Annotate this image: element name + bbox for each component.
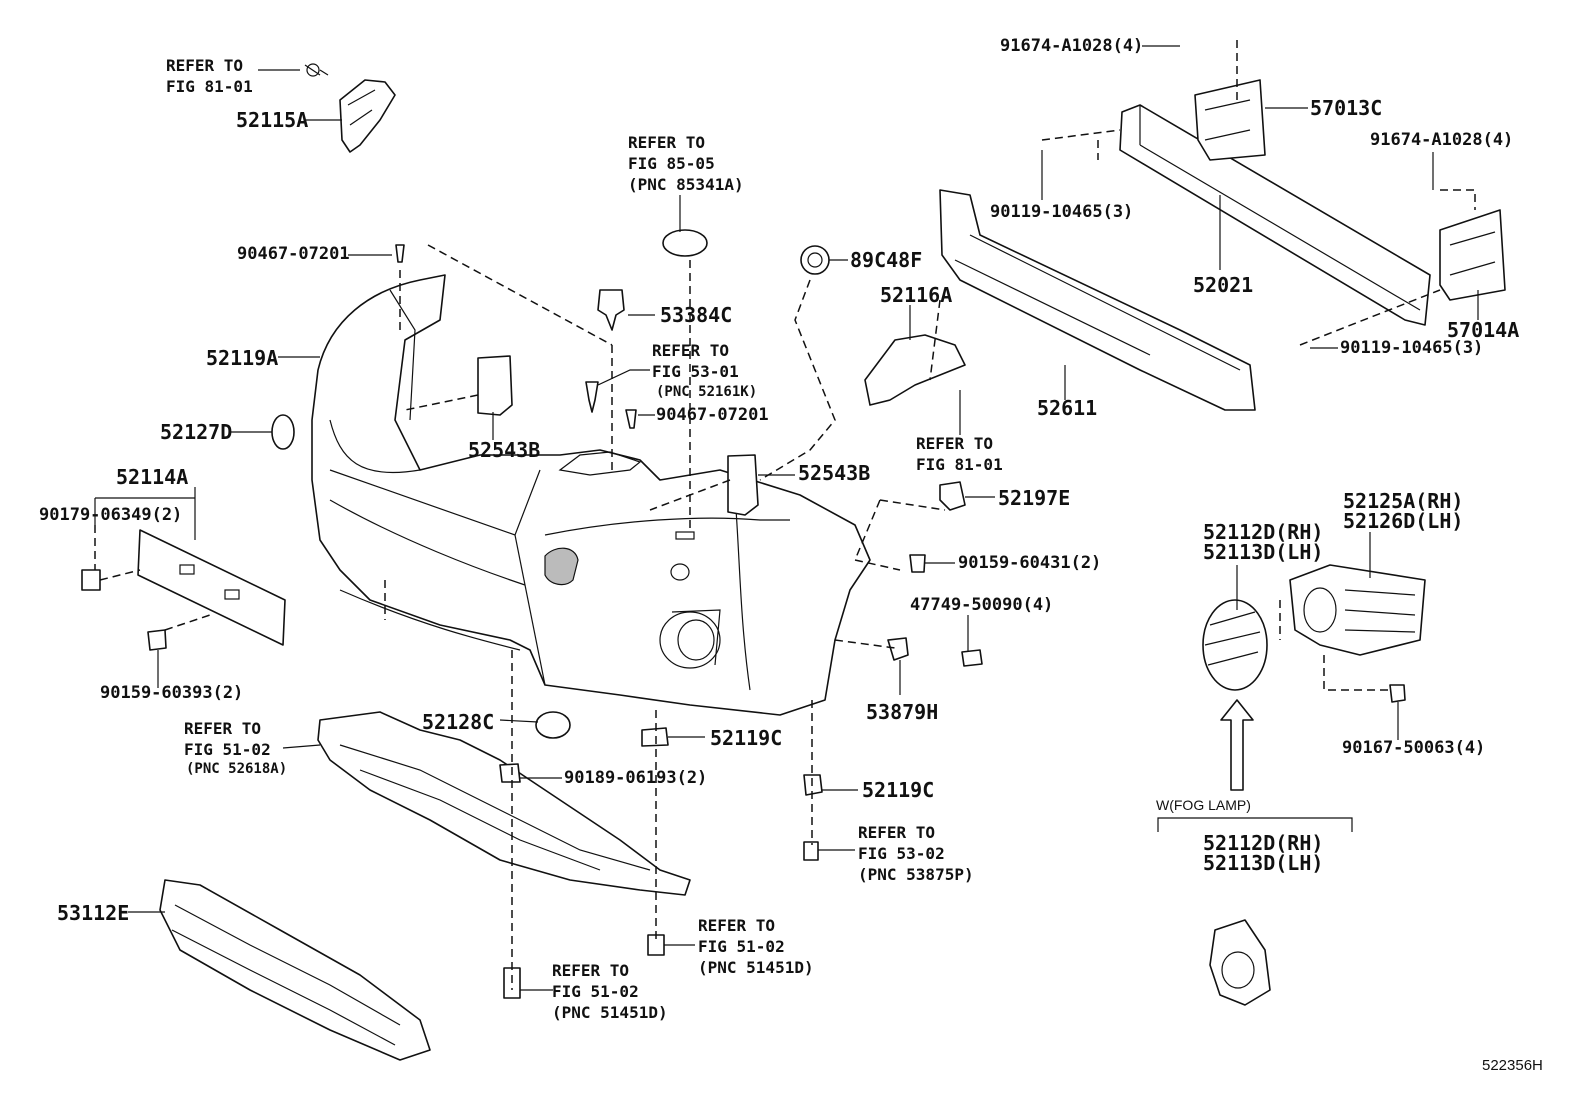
reinforcement-52021-drawing <box>1119 79 1506 326</box>
pnc-52161K: (PNC 52161K) <box>656 384 758 400</box>
refer-fig-85-05: REFER TO FIG 85-05 (PNC 85341A) <box>628 133 744 194</box>
pad-52543B-left-drawing <box>477 355 513 416</box>
part-90467-07201-mid: 90467-07201 <box>656 405 769 425</box>
cap-52128C-drawing <box>535 711 571 739</box>
refer-fig-51-02-c: REFER TO FIG 51-02 (PNC 51451D) <box>552 961 668 1022</box>
refer-fig-51-02-a: REFER TO FIG 51-02 <box>184 719 271 759</box>
part-91674-A1028-right: 91674-A1028(4) <box>1370 130 1514 150</box>
fog-lamp-group-bracket <box>1157 817 1353 832</box>
part-52125A-52126D: 52125A(RH) 52126D(LH) <box>1343 489 1464 533</box>
clip-52197E-drawing <box>939 481 966 511</box>
part-52543B-left: 52543B <box>468 438 541 462</box>
clip-90189-drawing <box>499 763 521 783</box>
part-52021: 52021 <box>1193 273 1254 297</box>
refer-fig-51-02-b: REFER TO FIG 51-02 (PNC 51451D) <box>698 916 814 977</box>
part-90179-06349: 90179-06349(2) <box>39 505 183 525</box>
part-52543B-right: 52543B <box>798 461 871 485</box>
part-57014A: 57014A <box>1447 318 1520 342</box>
part-90467-07201-top: 90467-07201 <box>237 244 350 264</box>
fog-bezel-lower-drawing <box>1209 919 1271 1006</box>
part-90159-60431: 90159-60431(2) <box>958 553 1102 573</box>
part-90189-06193: 90189-06193(2) <box>564 768 708 788</box>
part-90119-10465-right: 90119-10465(3) <box>1340 338 1484 358</box>
cap-52127D-drawing <box>271 414 295 450</box>
part-53879H: 53879H <box>866 700 939 724</box>
part-52119C-mid: 52119C <box>710 726 783 750</box>
arrow-up-icon <box>1220 699 1254 791</box>
fog-lamp-group-label: W(FOG LAMP) <box>1156 797 1251 813</box>
screw-bottom-a-drawing <box>647 934 665 956</box>
bracket-52116A-drawing <box>864 334 966 406</box>
refer-fig-81-01-mid: REFER TO FIG 81-01 <box>916 434 1003 474</box>
part-52128C: 52128C <box>422 710 495 734</box>
part-52197E: 52197E <box>998 486 1071 510</box>
part-90119-10465-left: 90119-10465(3) <box>990 202 1134 222</box>
absorber-52611-drawing <box>939 189 1256 411</box>
refer-fig-53-01: REFER TO FIG 53-01 <box>652 341 739 381</box>
pnc-52618A: (PNC 52618A) <box>186 761 288 777</box>
clip-parts-drawing <box>395 244 637 429</box>
grommet-89C48F-drawing <box>800 245 830 275</box>
part-47749-50090: 47749-50090(4) <box>910 595 1054 615</box>
bracket-52115A-drawing <box>304 63 396 153</box>
part-52119A: 52119A <box>206 346 279 370</box>
pad-52543B-right-drawing <box>727 454 759 516</box>
grille-53112E-drawing <box>159 879 431 1061</box>
washer-cap-drawing <box>662 229 708 257</box>
refer-fig-81-01-top: REFER TO FIG 81-01 <box>166 56 253 96</box>
fog-cover-drawing <box>1289 564 1426 703</box>
part-90159-60393: 90159-60393(2) <box>100 683 244 703</box>
bumper-cover-drawing <box>311 274 871 716</box>
part-52114A: 52114A <box>116 465 189 489</box>
undercover-drawing <box>317 711 691 896</box>
clip-52119C-mid-drawing <box>641 727 669 747</box>
part-52116A: 52116A <box>880 283 953 307</box>
part-91674-A1028-top: 91674-A1028(4) <box>1000 36 1144 56</box>
diagram-id: 522356H <box>1482 1057 1543 1074</box>
fog-bezel-drawing <box>1202 599 1268 691</box>
screws-right-drawing <box>803 554 983 861</box>
refer-fig-53-02: REFER TO FIG 53-02 (PNC 53875P) <box>858 823 974 884</box>
leader-lines <box>94 45 1479 991</box>
part-57013C: 57013C <box>1310 96 1383 120</box>
dashed-guides <box>94 40 1476 990</box>
part-53384C: 53384C <box>660 303 733 327</box>
part-52112D-52113D-upper: 52112D(RH) 52113D(LH) <box>1203 520 1324 564</box>
part-89C48F: 89C48F <box>850 248 923 272</box>
part-53112E: 53112E <box>57 901 130 925</box>
part-52611: 52611 <box>1037 396 1098 420</box>
part-52119C-low: 52119C <box>862 778 935 802</box>
part-52112D-52113D-lower: 52112D(RH) 52113D(LH) <box>1203 831 1324 875</box>
part-52115A: 52115A <box>236 108 309 132</box>
license-bracket-drawing <box>81 529 286 651</box>
part-90167-50063: 90167-50063(4) <box>1342 738 1486 758</box>
part-52127D: 52127D <box>160 420 233 444</box>
